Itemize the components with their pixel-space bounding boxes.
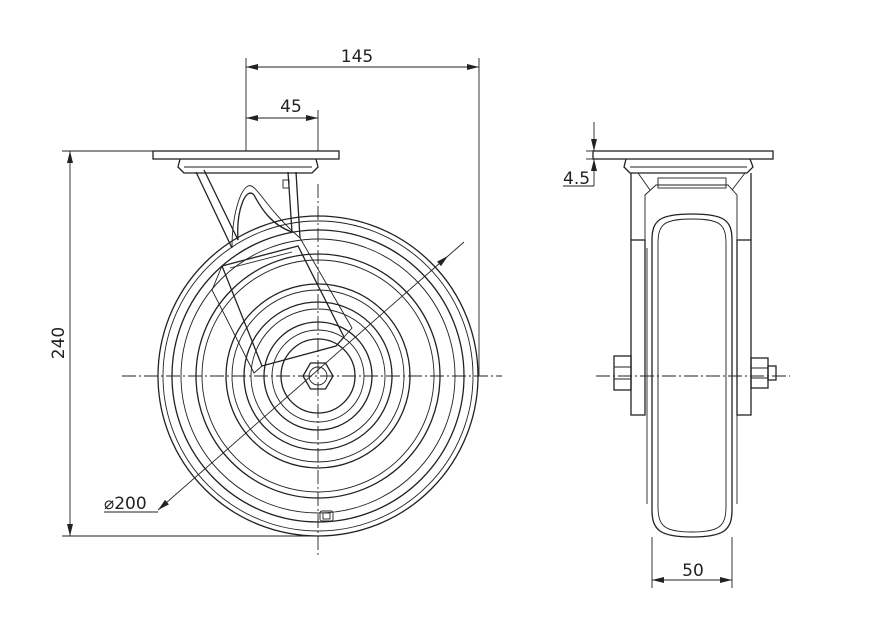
dimension-240: 240 [49,150,318,537]
front-view: 145 45 240 ⌀200 [49,47,502,556]
dimension-50-label: 50 [682,561,704,581]
side-top-plate [592,150,774,174]
swivel-fork [195,169,353,374]
top-mounting-plate [152,150,340,174]
dimension-diameter-200: ⌀200 [104,241,465,514]
dimension-diameter-label: ⌀200 [104,494,147,514]
dimension-240-label: 240 [49,327,69,359]
dimension-145: 145 [245,47,480,376]
dimension-145-label: 145 [341,47,373,67]
dimension-45-label: 45 [280,97,302,117]
side-wheel [646,213,738,538]
dimension-4-5: 4.5 [563,122,597,189]
wheel-label-mark [319,510,334,522]
side-fork [630,172,752,416]
side-view: 4.5 50 [563,122,790,588]
front-center-lines [122,184,502,556]
dimension-50: 50 [651,537,733,588]
dimension-4-5-label: 4.5 [563,169,590,189]
dimension-45: 45 [246,97,319,151]
side-axle-bolt [613,355,777,391]
